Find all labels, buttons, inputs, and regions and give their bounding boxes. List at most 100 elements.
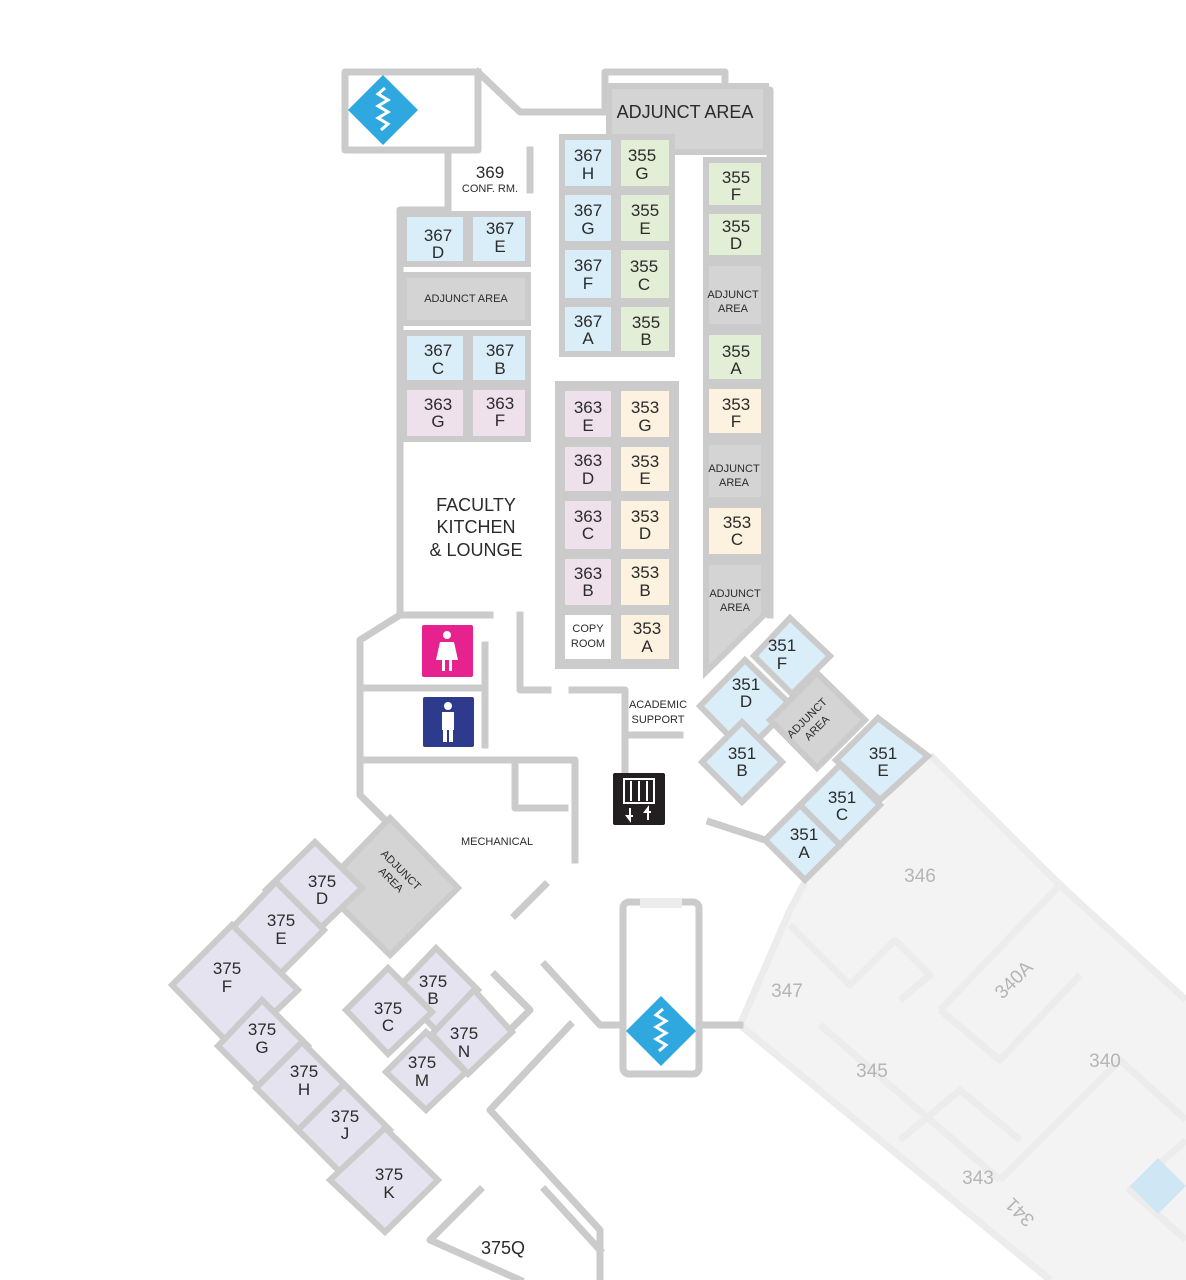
stairs-icon xyxy=(348,75,418,145)
room-351e[interactable] xyxy=(831,714,933,805)
room-345: 345 xyxy=(856,1061,888,1082)
room-367h[interactable]: 367 H xyxy=(559,134,617,192)
svg-text:B: B xyxy=(639,581,650,600)
svg-text:353: 353 xyxy=(631,398,659,417)
stairs-icon-faint xyxy=(1130,1158,1186,1214)
room-353b[interactable]: 353 B xyxy=(615,553,675,611)
svg-text:363: 363 xyxy=(574,398,602,417)
room-353d[interactable]: 353 D xyxy=(615,495,675,555)
room-367d[interactable]: 367 D xyxy=(401,211,469,267)
svg-text:D: D xyxy=(582,469,594,488)
adjacent-faint-area xyxy=(736,752,1186,1280)
women-restroom-icon xyxy=(422,625,473,677)
adjunct-area-right-2[interactable]: ADJUNCT AREA xyxy=(703,439,767,503)
room-353a[interactable]: 353 A xyxy=(615,609,675,665)
room-367e[interactable]: 367 E xyxy=(467,211,531,267)
adjunct-area-375[interactable] xyxy=(317,813,463,960)
svg-text:375: 375 xyxy=(408,1053,436,1072)
room-353f[interactable]: 353 F xyxy=(703,383,767,439)
svg-text:C: C xyxy=(432,359,444,378)
room-347: 347 xyxy=(771,981,803,1002)
svg-text:C: C xyxy=(731,530,743,549)
svg-text:367: 367 xyxy=(486,341,514,360)
svg-text:375: 375 xyxy=(419,972,447,991)
room-367f[interactable]: 367 F xyxy=(559,244,617,304)
svg-text:H: H xyxy=(298,1080,310,1099)
svg-text:E: E xyxy=(639,219,650,238)
svg-text:367: 367 xyxy=(486,219,514,238)
adjunct-area-351[interactable] xyxy=(765,668,870,773)
svg-text:AREA: AREA xyxy=(718,303,749,315)
svg-text:353: 353 xyxy=(633,619,661,638)
svg-text:B: B xyxy=(494,359,505,378)
copy-room[interactable]: COPY ROOM xyxy=(559,609,617,665)
svg-text:355: 355 xyxy=(628,146,656,165)
room-367a[interactable]: 367 A xyxy=(559,301,617,357)
svg-text:A: A xyxy=(730,359,742,378)
svg-text:ADJUNCT: ADJUNCT xyxy=(708,463,760,475)
elevator-icon xyxy=(613,773,665,825)
room-375c[interactable] xyxy=(341,963,437,1059)
room-353g[interactable]: 353 G xyxy=(615,385,675,443)
svg-text:F: F xyxy=(222,977,232,996)
room-353c[interactable]: 353 C xyxy=(703,502,767,560)
svg-text:ROOM: ROOM xyxy=(571,638,605,650)
room-367g[interactable]: 367 G xyxy=(559,189,617,247)
conf-room-label: CONF. RM. xyxy=(462,183,518,195)
room-355g[interactable]: 355 G xyxy=(615,134,675,192)
room-363f[interactable]: 363 F xyxy=(467,384,531,442)
svg-text:375: 375 xyxy=(248,1020,276,1039)
room-351a[interactable] xyxy=(760,800,845,885)
svg-text:D: D xyxy=(432,243,444,262)
svg-text:AREA: AREA xyxy=(720,602,751,614)
svg-text:367: 367 xyxy=(424,226,452,245)
room-375m[interactable] xyxy=(381,1027,471,1115)
svg-text:J: J xyxy=(341,1124,350,1143)
svg-text:363: 363 xyxy=(574,507,602,526)
room-340: 340 xyxy=(1089,1051,1121,1072)
svg-text:367: 367 xyxy=(574,146,602,165)
svg-text:F: F xyxy=(583,274,593,293)
svg-text:E: E xyxy=(582,416,593,435)
room-355e[interactable]: 355 E xyxy=(615,189,675,247)
svg-text:F: F xyxy=(777,654,787,673)
room-375k[interactable] xyxy=(325,1123,443,1237)
svg-text:C: C xyxy=(382,1016,394,1035)
room-355c[interactable]: 355 C xyxy=(615,244,675,304)
svg-text:C: C xyxy=(582,524,594,543)
room-375q-label: 375Q xyxy=(481,1238,525,1258)
svg-text:375: 375 xyxy=(308,872,336,891)
adjunct-area-right-3[interactable]: ADJUNCT AREA xyxy=(703,559,767,680)
room-355f[interactable]: 355 F xyxy=(703,157,767,211)
svg-text:351: 351 xyxy=(790,825,818,844)
adjunct-area-right-1[interactable]: ADJUNCT AREA xyxy=(703,260,767,330)
room-355d[interactable]: 355 D xyxy=(703,208,767,261)
faculty-kitchen-lounge[interactable]: FACULTY KITCHEN & LOUNGE xyxy=(429,495,522,560)
room-355b[interactable]: 355 B xyxy=(615,301,675,357)
room-363c[interactable]: 363 C xyxy=(559,495,617,555)
academic-support-label-2: SUPPORT xyxy=(632,714,685,726)
room-363g[interactable]: 363 G xyxy=(401,384,469,442)
room-363b[interactable]: 363 B xyxy=(559,553,617,611)
svg-text:355: 355 xyxy=(630,257,658,276)
svg-text:375: 375 xyxy=(374,999,402,1018)
svg-text:355: 355 xyxy=(632,313,660,332)
svg-text:363: 363 xyxy=(486,394,514,413)
room-353e[interactable]: 353 E xyxy=(615,441,675,497)
svg-text:375: 375 xyxy=(290,1062,318,1081)
svg-text:F: F xyxy=(731,412,741,431)
adjunct-area-left[interactable]: ADJUNCT AREA xyxy=(401,272,531,326)
adjunct-area-top-label: ADJUNCT AREA xyxy=(617,102,754,122)
room-351b[interactable] xyxy=(697,717,787,807)
room-343: 343 xyxy=(962,1168,994,1189)
room-355a[interactable]: 355 A xyxy=(703,329,767,385)
svg-text:C: C xyxy=(836,805,848,824)
svg-text:D: D xyxy=(316,889,328,908)
svg-text:D: D xyxy=(740,692,752,711)
room-363e[interactable]: 363 E xyxy=(559,385,617,443)
room-363d[interactable]: 363 D xyxy=(559,441,617,497)
room-367b[interactable]: 367 B xyxy=(467,330,531,386)
room-367c[interactable]: 367 C xyxy=(401,330,469,386)
svg-text:F: F xyxy=(495,411,505,430)
room-346: 346 xyxy=(904,866,936,887)
